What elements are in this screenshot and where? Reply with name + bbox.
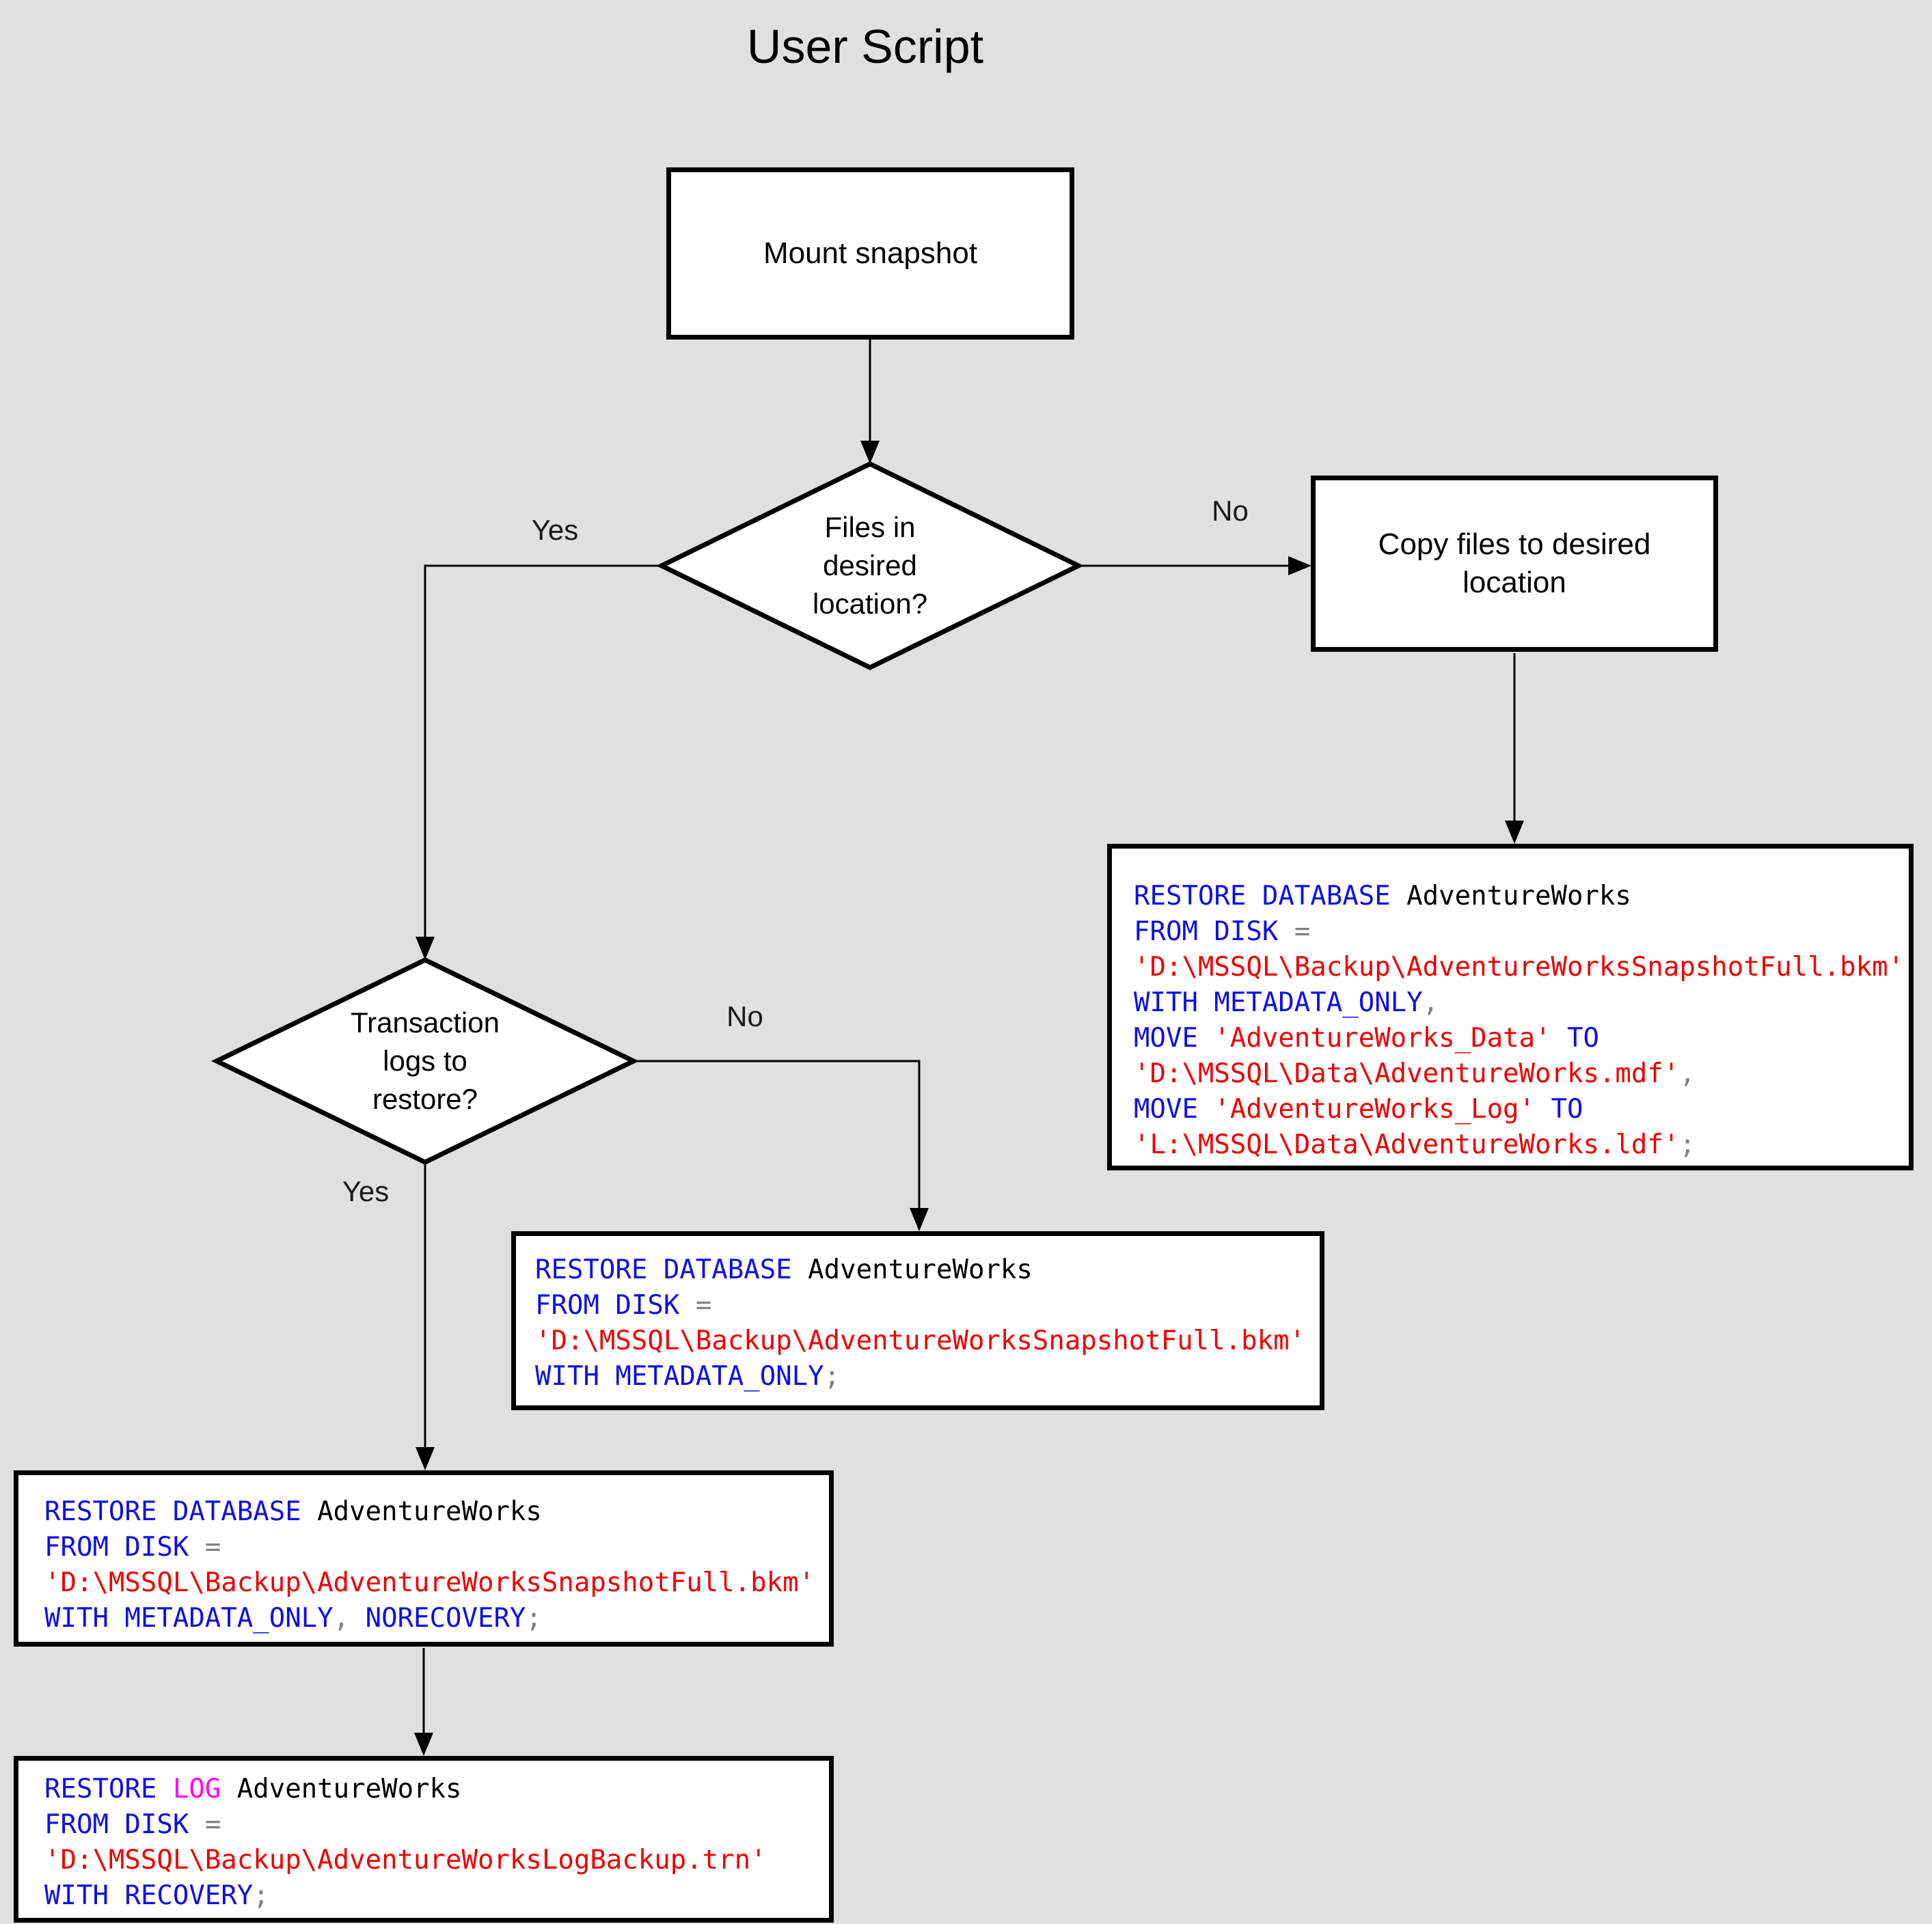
edge-label-files-yes: Yes [531,514,579,546]
code-line: 'D:\MSSQL\Backup\AdventureWorksSnapshotF… [1134,952,1905,982]
code-line: WITH METADATA_ONLY, [1134,987,1439,1018]
arrowhead-into-restore-move [1505,821,1524,844]
code-line: 'D:\MSSQL\Data\AdventureWorks.mdf', [1134,1058,1696,1089]
arrowhead-into-files-decision [860,441,880,464]
copy-files-label: Copy files to desired location [1378,527,1651,599]
process-box-copy-files: Copy files to desired location [1311,476,1718,652]
edge-label-files-no: No [1212,495,1249,527]
code-line: RESTORE DATABASE AdventureWorks [1134,881,1631,911]
code-line: 'L:\MSSQL\Data\AdventureWorks.ldf'; [1134,1129,1696,1160]
code-line: 'D:\MSSQL\Backup\AdventureWorksLogBackup… [44,1845,767,1875]
decision-files-line-2: desired [823,549,917,581]
code-line: MOVE 'AdventureWorks_Data' TO [1134,1023,1599,1054]
flow-line-logs-no [634,1060,921,1209]
decision-diamond-files-in-location [656,461,1084,670]
arrowhead-into-restore-metadata [910,1208,929,1231]
edge-label-logs-no: No [726,1000,763,1032]
process-box-mount-snapshot: Mount snapshot [666,167,1074,340]
page-title: User Script [746,20,984,73]
decision-files-line-1: Files in [824,511,916,543]
edge-label-logs-yes: Yes [342,1175,390,1207]
code-line: RESTORE LOG AdventureWorks [44,1774,462,1804]
code-line: FROM DISK = [44,1809,221,1840]
code-line: 'D:\MSSQL\Backup\AdventureWorksSnapshotF… [535,1325,1306,1356]
code-line: WITH RECOVERY; [44,1880,269,1911]
decision-files-line-3: location? [812,588,928,620]
code-line: FROM DISK = [44,1532,221,1563]
decision-diamond-transaction-logs [210,957,640,1165]
mount-snapshot-label: Mount snapshot [763,236,978,270]
decision-label-files-in-location: Files in desired location? [733,508,1007,623]
code-line: FROM DISK = [1134,916,1311,947]
decision-label-transaction-logs: Transaction logs to restore? [288,1004,562,1118]
flow-line-files-yes [424,564,662,937]
decision-logs-line-3: restore? [372,1083,478,1115]
code-line: WITH METADATA_ONLY; [535,1361,841,1392]
code-line: MOVE 'AdventureWorks_Log' TO [1134,1094,1583,1125]
code-line: RESTORE DATABASE AdventureWorks [44,1496,542,1527]
decision-logs-line-2: logs to [383,1045,467,1077]
code-line: WITH METADATA_ONLY, NORECOVERY; [44,1603,542,1634]
arrowhead-into-restore-log [414,1733,433,1756]
decision-logs-line-1: Transaction [351,1006,500,1039]
arrowhead-into-copy-box [1288,556,1311,575]
code-line: FROM DISK = [535,1290,712,1321]
arrowhead-into-logs-decision [416,937,435,960]
arrowhead-into-restore-norecovery [416,1447,435,1470]
code-line: RESTORE DATABASE AdventureWorks [535,1254,1033,1285]
code-line: 'D:\MSSQL\Backup\AdventureWorksSnapshotF… [44,1567,815,1598]
